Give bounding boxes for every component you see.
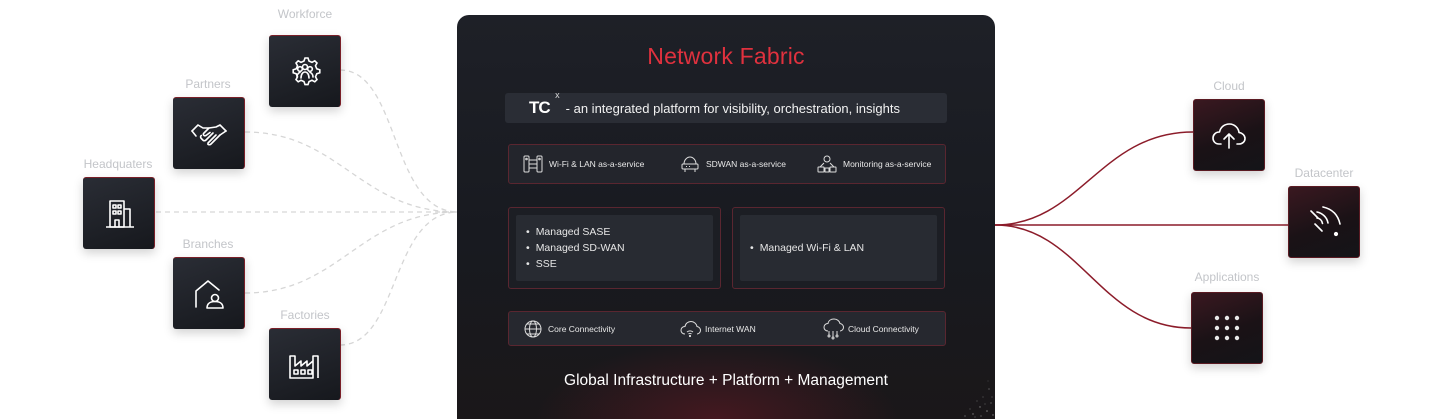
platform-description: - an integrated platform for visibility,… xyxy=(565,100,900,116)
list-item: Managed Wi-Fi & LAN xyxy=(750,240,864,256)
node-factories[interactable] xyxy=(269,328,341,400)
conn-cloud[interactable]: Cloud Connectivity xyxy=(822,318,919,340)
managed-security-list: Managed SASE Managed SD-WAN SSE xyxy=(526,224,625,272)
services-bar: Wi-Fi & LAN as-a-service SDWAN as-a-serv… xyxy=(508,144,946,184)
conn-core[interactable]: Core Connectivity xyxy=(522,318,615,340)
conn-core-label: Core Connectivity xyxy=(548,324,616,334)
conn-internet-wan[interactable]: Internet WAN xyxy=(679,318,756,340)
service-sdwan-label: SDWAN as-a-service xyxy=(706,159,786,169)
connectivity-bar: Core Connectivity Internet WAN Cloud Con… xyxy=(508,311,946,346)
label-partners: Partners xyxy=(185,77,231,91)
service-monitoring-label: Monitoring as-a-service xyxy=(843,159,932,169)
wire-workforce xyxy=(339,69,459,213)
signal-waves-icon xyxy=(1310,206,1341,237)
globe-network-icon xyxy=(524,320,542,338)
wire-factories xyxy=(339,211,459,346)
node-cloud[interactable] xyxy=(1193,99,1265,171)
handshake-icon xyxy=(190,123,227,146)
list-item: Managed SASE xyxy=(526,224,625,240)
wire-partners xyxy=(244,131,459,213)
node-datacenter[interactable] xyxy=(1288,186,1360,258)
label-headquarters: Headquaters xyxy=(83,157,153,171)
list-item: Managed SD-WAN xyxy=(526,240,625,256)
label-factories: Factories xyxy=(280,308,330,322)
service-sdwan[interactable]: SDWAN as-a-service xyxy=(679,153,786,175)
wire-branches xyxy=(244,211,459,294)
grain-texture xyxy=(964,380,994,418)
node-applications[interactable] xyxy=(1191,292,1263,364)
fabric-title: Network Fabric xyxy=(647,43,805,69)
list-item: SSE xyxy=(526,256,625,272)
node-partners[interactable] xyxy=(173,97,245,169)
cloud-upload-icon xyxy=(1212,123,1246,149)
label-branches: Branches xyxy=(182,237,234,251)
label-workforce: Workforce xyxy=(277,7,333,21)
service-wifi-lan[interactable]: Wi-Fi & LAN as-a-service xyxy=(522,153,644,175)
label-applications: Applications xyxy=(1194,270,1260,284)
monitoring-icon xyxy=(817,155,837,173)
managed-wifi-panel: Managed Wi-Fi & LAN xyxy=(732,207,945,289)
conn-cloud-label: Cloud Connectivity xyxy=(848,324,919,334)
node-branches[interactable] xyxy=(173,257,245,329)
cloud-wifi-icon xyxy=(680,320,701,338)
fabric-footer: Global Infrastructure + Platform + Manag… xyxy=(564,372,888,389)
home-user-icon xyxy=(194,279,224,309)
conn-internet-wan-label: Internet WAN xyxy=(705,324,756,334)
wire-applications xyxy=(994,224,1192,329)
factory-icon xyxy=(288,354,319,379)
service-monitoring[interactable]: Monitoring as-a-service xyxy=(816,153,931,175)
service-wifi-lan-label: Wi-Fi & LAN as-a-service xyxy=(549,159,645,169)
building-icon xyxy=(105,199,134,228)
node-workforce[interactable] xyxy=(269,35,341,107)
label-cloud: Cloud xyxy=(1213,79,1245,93)
tc-logo-sup: x xyxy=(555,90,560,100)
sdwan-router-icon xyxy=(681,156,699,172)
workforce-gear-icon xyxy=(291,56,321,85)
managed-wifi-list: Managed Wi-Fi & LAN xyxy=(750,240,864,256)
managed-security-panel: Managed SASE Managed SD-WAN SSE xyxy=(508,207,721,289)
label-datacenter: Datacenter xyxy=(1294,166,1354,180)
wifi-lan-icon xyxy=(523,155,543,173)
cloud-network-icon xyxy=(823,318,844,340)
wire-cloud xyxy=(994,131,1194,226)
app-grid-icon xyxy=(1214,315,1240,341)
node-headquarters[interactable] xyxy=(83,177,155,249)
